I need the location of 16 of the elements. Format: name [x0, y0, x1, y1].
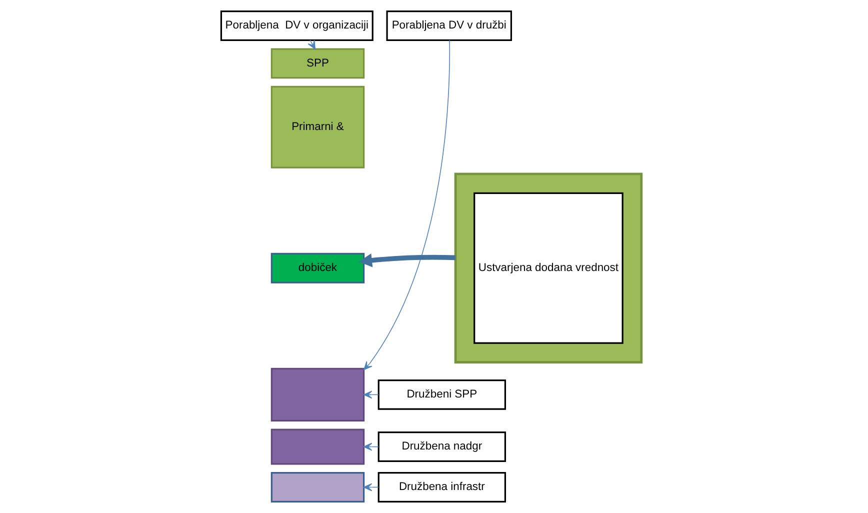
- arrow: [307, 40, 316, 50]
- node-box: Družbeni SPP: [377, 379, 506, 410]
- node-box: Primarni &: [270, 86, 364, 168]
- node-box: SPP: [270, 48, 364, 79]
- node-box: Porabljena DV v družbi: [386, 10, 512, 41]
- node-box: Družbena infrastr: [377, 472, 506, 502]
- arrow: [358, 253, 456, 268]
- node-box: Ustvarjena dodana vrednost: [473, 192, 623, 344]
- node-box: Družbena nadgr: [377, 432, 506, 462]
- cluster: [454, 172, 642, 364]
- node-box: [270, 428, 364, 465]
- node-box: dobiček: [270, 252, 364, 284]
- node-box: Porabljena DV v organizaciji: [220, 10, 373, 41]
- node-box: [270, 472, 364, 502]
- arrow: [363, 40, 450, 370]
- node-box: [270, 368, 364, 422]
